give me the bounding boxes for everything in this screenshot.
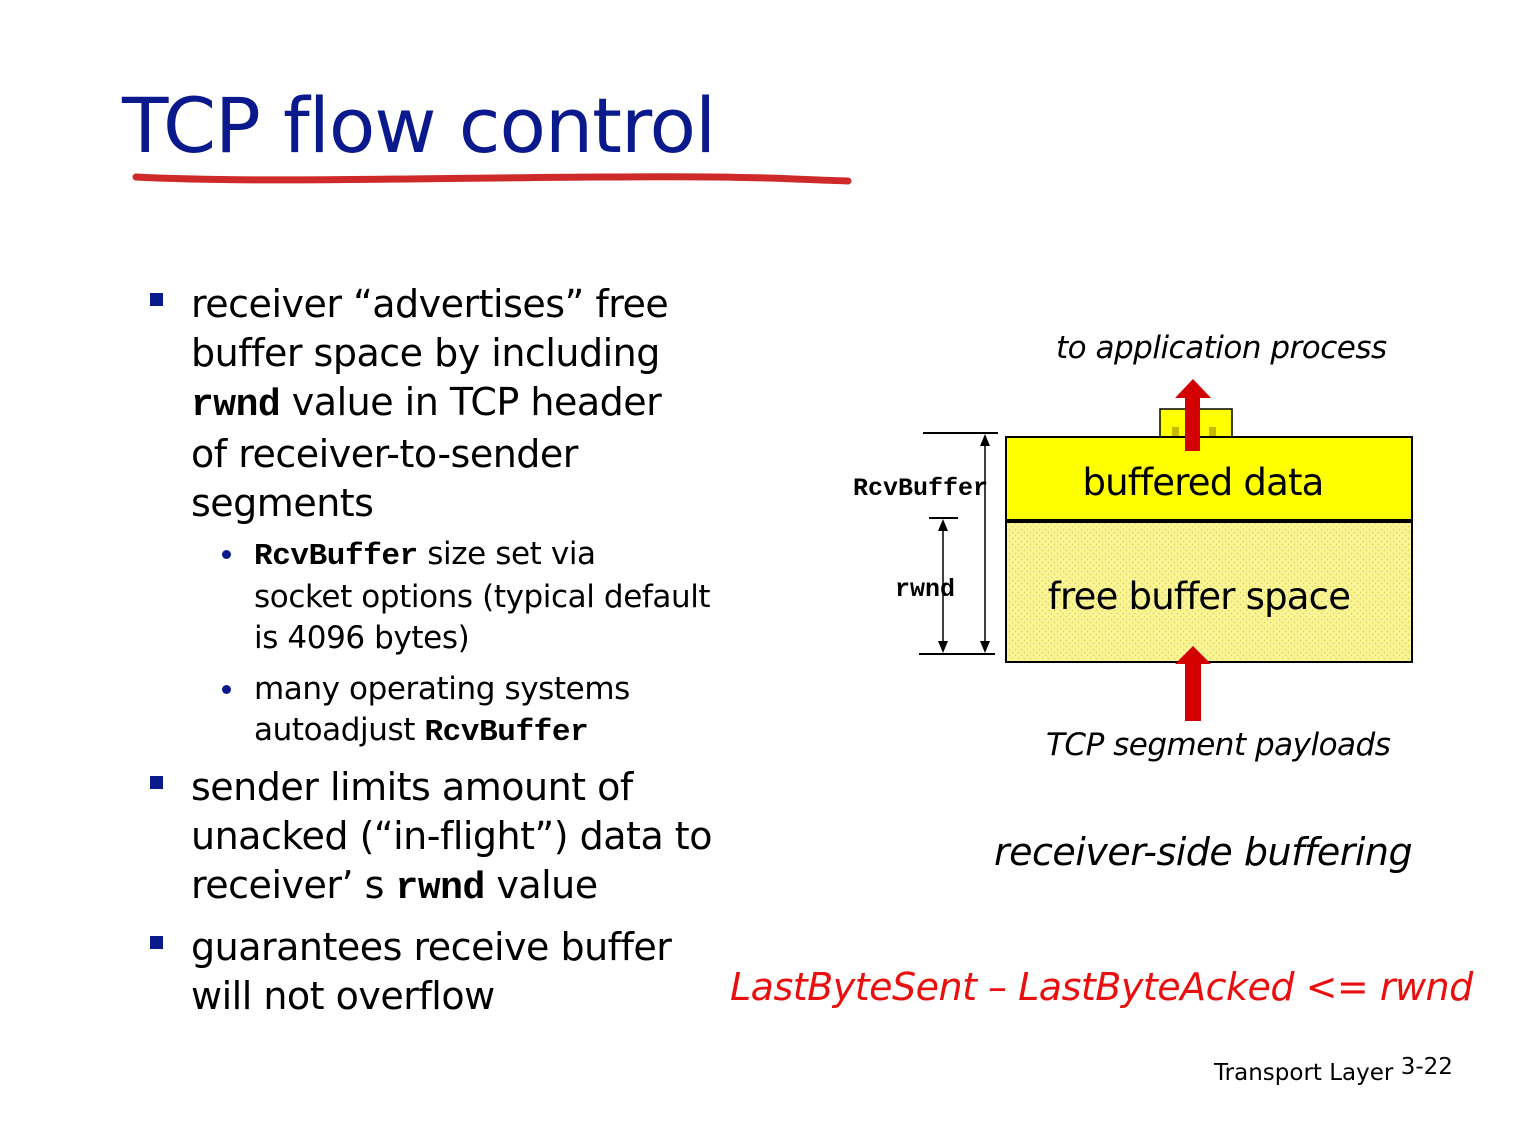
rcvbuffer-arrowhead-up <box>980 434 990 446</box>
rcvbuffer-label: RcvBuffer <box>853 474 988 503</box>
buffered-data-region <box>1005 436 1413 522</box>
rcvbuffer-arrowhead-down <box>980 641 990 653</box>
rwnd-arrowhead-up <box>938 519 948 531</box>
code-rwnd: rwnd <box>395 867 486 910</box>
code-rcvbuffer: RcvBuffer <box>254 539 418 574</box>
segment-payloads-label: TCP segment payloads <box>1046 727 1391 763</box>
page-number: 3-22 <box>1400 1054 1453 1080</box>
free-buffer-region <box>1005 520 1413 663</box>
arrow-in-head <box>1175 646 1211 664</box>
subbullet-rcvbuffer-size: RcvBuffer size set via socket options (t… <box>148 534 768 659</box>
outgoing-data-detail <box>1209 427 1216 436</box>
bullet-dot <box>222 685 231 694</box>
bullet-square <box>150 293 163 306</box>
code-rwnd: rwnd <box>191 384 281 427</box>
subbullet-autoadjust: many operating systems autoadjust RcvBuf… <box>148 669 768 753</box>
slide-footer: Transport Layer 3-22 <box>1214 1054 1453 1086</box>
title-underline <box>132 173 852 185</box>
footer-section: Transport Layer <box>1214 1060 1394 1086</box>
arrow-up-head <box>1175 379 1211 398</box>
arrow-up-shaft <box>1185 398 1200 451</box>
slide-title: TCP flow control <box>122 81 716 170</box>
bullet-dot <box>222 550 231 559</box>
rwnd-label: rwnd <box>895 575 955 604</box>
bullet-list: receiver “advertises” free buffer space … <box>148 280 768 1021</box>
code-rcvbuffer: RcvBuffer <box>424 715 589 750</box>
outgoing-data-detail <box>1172 427 1179 436</box>
to-application-label: to application process <box>1056 330 1387 366</box>
arrow-in-shaft <box>1185 663 1201 721</box>
diagram-caption: receiver-side buffering <box>994 830 1413 874</box>
bullet-receiver-advertises: receiver “advertises” free buffer space … <box>148 280 768 528</box>
bullet-square <box>150 936 163 949</box>
free-buffer-label: free buffer space <box>1048 575 1350 618</box>
bullet-guarantees: guarantees receive buffer will not overf… <box>148 923 768 1021</box>
flow-control-equation: LastByteSent – LastByteAcked <= rwnd <box>730 965 1473 1009</box>
bullet-sender-limits: sender limits amount of unacked (“in-fli… <box>148 763 768 913</box>
bullet-square <box>150 776 163 789</box>
buffered-data-label: buffered data <box>1082 461 1323 504</box>
rwnd-arrowhead-down <box>938 641 948 653</box>
